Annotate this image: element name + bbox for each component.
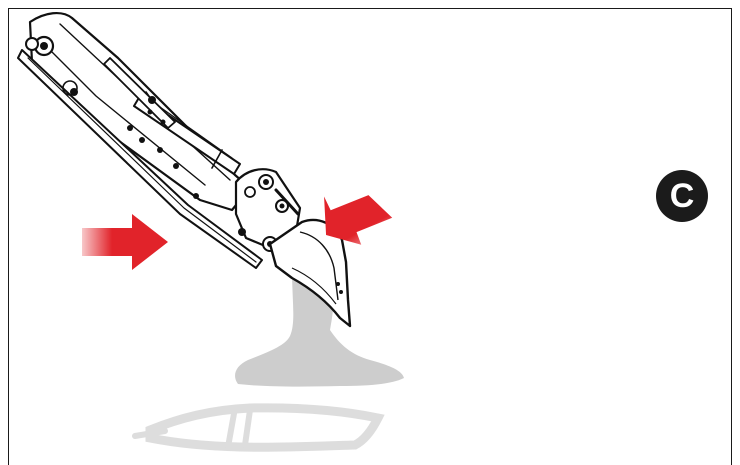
excavator-arm <box>18 13 300 268</box>
ground-shadow <box>135 408 378 447</box>
step-label-badge: C <box>656 170 708 222</box>
arrow-right-icon <box>82 214 168 270</box>
